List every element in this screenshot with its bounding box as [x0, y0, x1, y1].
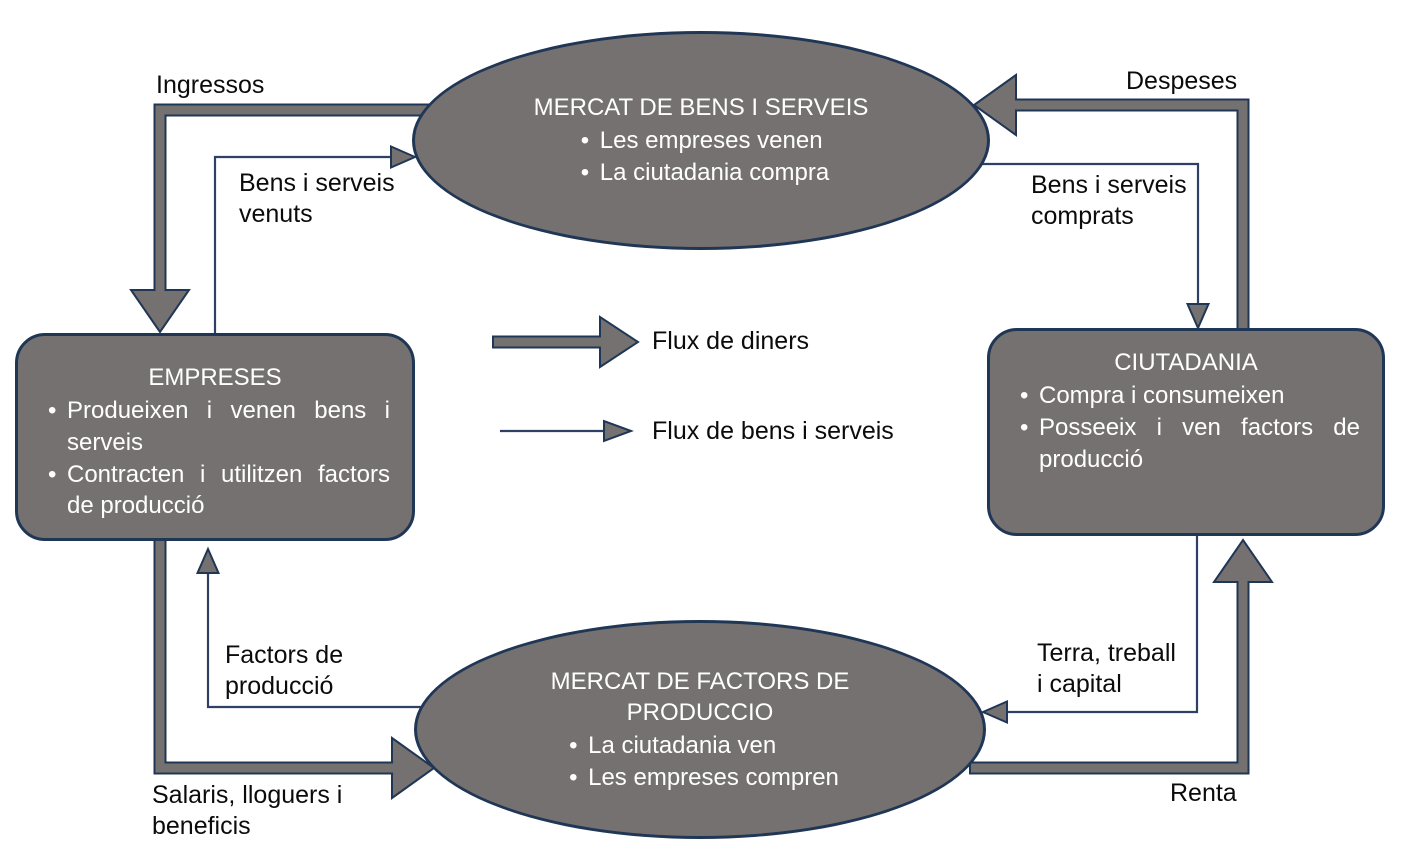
- node-market-goods-title: MERCAT DE BENS I SERVEIS: [533, 94, 869, 122]
- flow-label-despeses: Despeses: [1126, 67, 1238, 95]
- goods-line-comprats-icon: [975, 162, 1200, 305]
- goods-line-venuts-icon: [213, 155, 392, 336]
- goods-head-factors-icon: [195, 546, 221, 574]
- money-arrow-ingressos-icon: [129, 103, 437, 334]
- node-citizens-content: CIUTADANIA • Compra i consumeixen • Possee…: [990, 331, 1382, 475]
- bullet-dot-icon: •: [1020, 382, 1029, 410]
- bullet-item: • Posseeix i ven factors de producció: [1012, 412, 1360, 475]
- bullet-item: • Contracten i utilitzen factors de produ…: [40, 459, 390, 522]
- money-arrow-despeses-icon: [972, 73, 1250, 336]
- node-market-goods-bullets: • Les empreses venen • La ciutadania compr…: [573, 125, 829, 188]
- money-arrow-salaris-icon: [153, 534, 436, 800]
- bullet-item: • La ciutadania compra: [573, 157, 829, 189]
- goods-line-factors-icon: [206, 572, 430, 709]
- flow-label-salaris-lloguers-beneficis: Salaris, lloguers i beneficis: [152, 781, 343, 841]
- bullet-text: Contracten i utilitzen factors de produc…: [67, 460, 390, 520]
- legend-goods-flow-label: Flux de bens i serveis: [652, 417, 894, 445]
- flow-label-terra-treball-capital: Terra, treball i capital: [1037, 639, 1176, 699]
- bullet-text: La ciutadania ven: [588, 732, 777, 760]
- node-companies-bullets: • Produeixen i venen bens i serveis • Cont…: [40, 395, 390, 522]
- bullet-dot-icon: •: [48, 397, 57, 425]
- bullet-text: Posseeix i ven factors de producció: [1039, 413, 1360, 473]
- node-citizens-title: CIUTADANIA: [1114, 349, 1258, 376]
- flow-label-ingressos: Ingressos: [156, 71, 265, 99]
- bullet-text: Compra i consumeixen: [1039, 382, 1285, 410]
- node-market-factors: MERCAT DE FACTORS DE PRODUCCIO • La ciuta…: [414, 620, 986, 839]
- flow-label-renta: Renta: [1170, 779, 1237, 807]
- bullet-dot-icon: •: [580, 127, 590, 155]
- legend-money-arrow-icon: [492, 315, 640, 369]
- bullet-text: Produeixen i venen bens i serveis: [67, 397, 390, 456]
- bullet-dot-icon: •: [1020, 413, 1029, 441]
- bullet-dot-icon: •: [569, 732, 578, 760]
- bullet-item: • La ciutadania ven: [561, 730, 839, 762]
- goods-head-terra-icon: [980, 699, 1008, 725]
- node-companies-title: EMPRESES: [148, 364, 282, 392]
- legend-goods-head-icon: [603, 419, 634, 443]
- bullet-item: • Les empreses compren: [561, 762, 839, 794]
- bullet-dot-icon: •: [569, 763, 578, 791]
- bullet-dot-icon: •: [580, 159, 590, 187]
- legend-money-flow-label: Flux de diners: [652, 327, 810, 355]
- goods-head-venuts-icon: [390, 144, 418, 170]
- node-citizens: CIUTADANIA • Compra i consumeixen • Possee…: [987, 328, 1385, 536]
- flow-label-bens-serveis-comprats: Bens i serveis comprats: [1031, 171, 1187, 231]
- bullet-item: • Les empreses venen: [573, 125, 829, 157]
- goods-line-terra-icon: [1006, 530, 1199, 714]
- bullet-text: Les empreses venen: [599, 127, 823, 155]
- bullet-item: • Compra i consumeixen: [1012, 380, 1360, 412]
- bullet-text: Les empreses compren: [588, 763, 839, 791]
- bullet-item: • Produeixen i venen bens i serveis: [40, 395, 390, 458]
- flow-label-bens-serveis-venuts: Bens i serveis venuts: [239, 169, 395, 229]
- flow-label-factors-de-produccio: Factors de producció: [225, 641, 344, 701]
- node-market-factors-bullets: • La ciutadania ven • Les empreses compren: [561, 730, 839, 793]
- node-companies: EMPRESES • Produeixen i venen bens i serv…: [15, 333, 415, 541]
- bullet-text: La ciutadania compra: [599, 159, 830, 187]
- node-market-factors-title: MERCAT DE FACTORS DE PRODUCCIO: [550, 667, 850, 726]
- bullet-dot-icon: •: [48, 460, 57, 488]
- node-market-goods: MERCAT DE BENS I SERVEIS • Les empreses v…: [412, 31, 990, 250]
- goods-head-comprats-icon: [1185, 303, 1211, 331]
- money-arrow-renta-icon: [969, 538, 1274, 775]
- node-citizens-bullets: • Compra i consumeixen • Posseeix i ven fa…: [1012, 380, 1360, 475]
- node-companies-content: EMPRESES • Produeixen i venen bens i serv…: [18, 352, 412, 522]
